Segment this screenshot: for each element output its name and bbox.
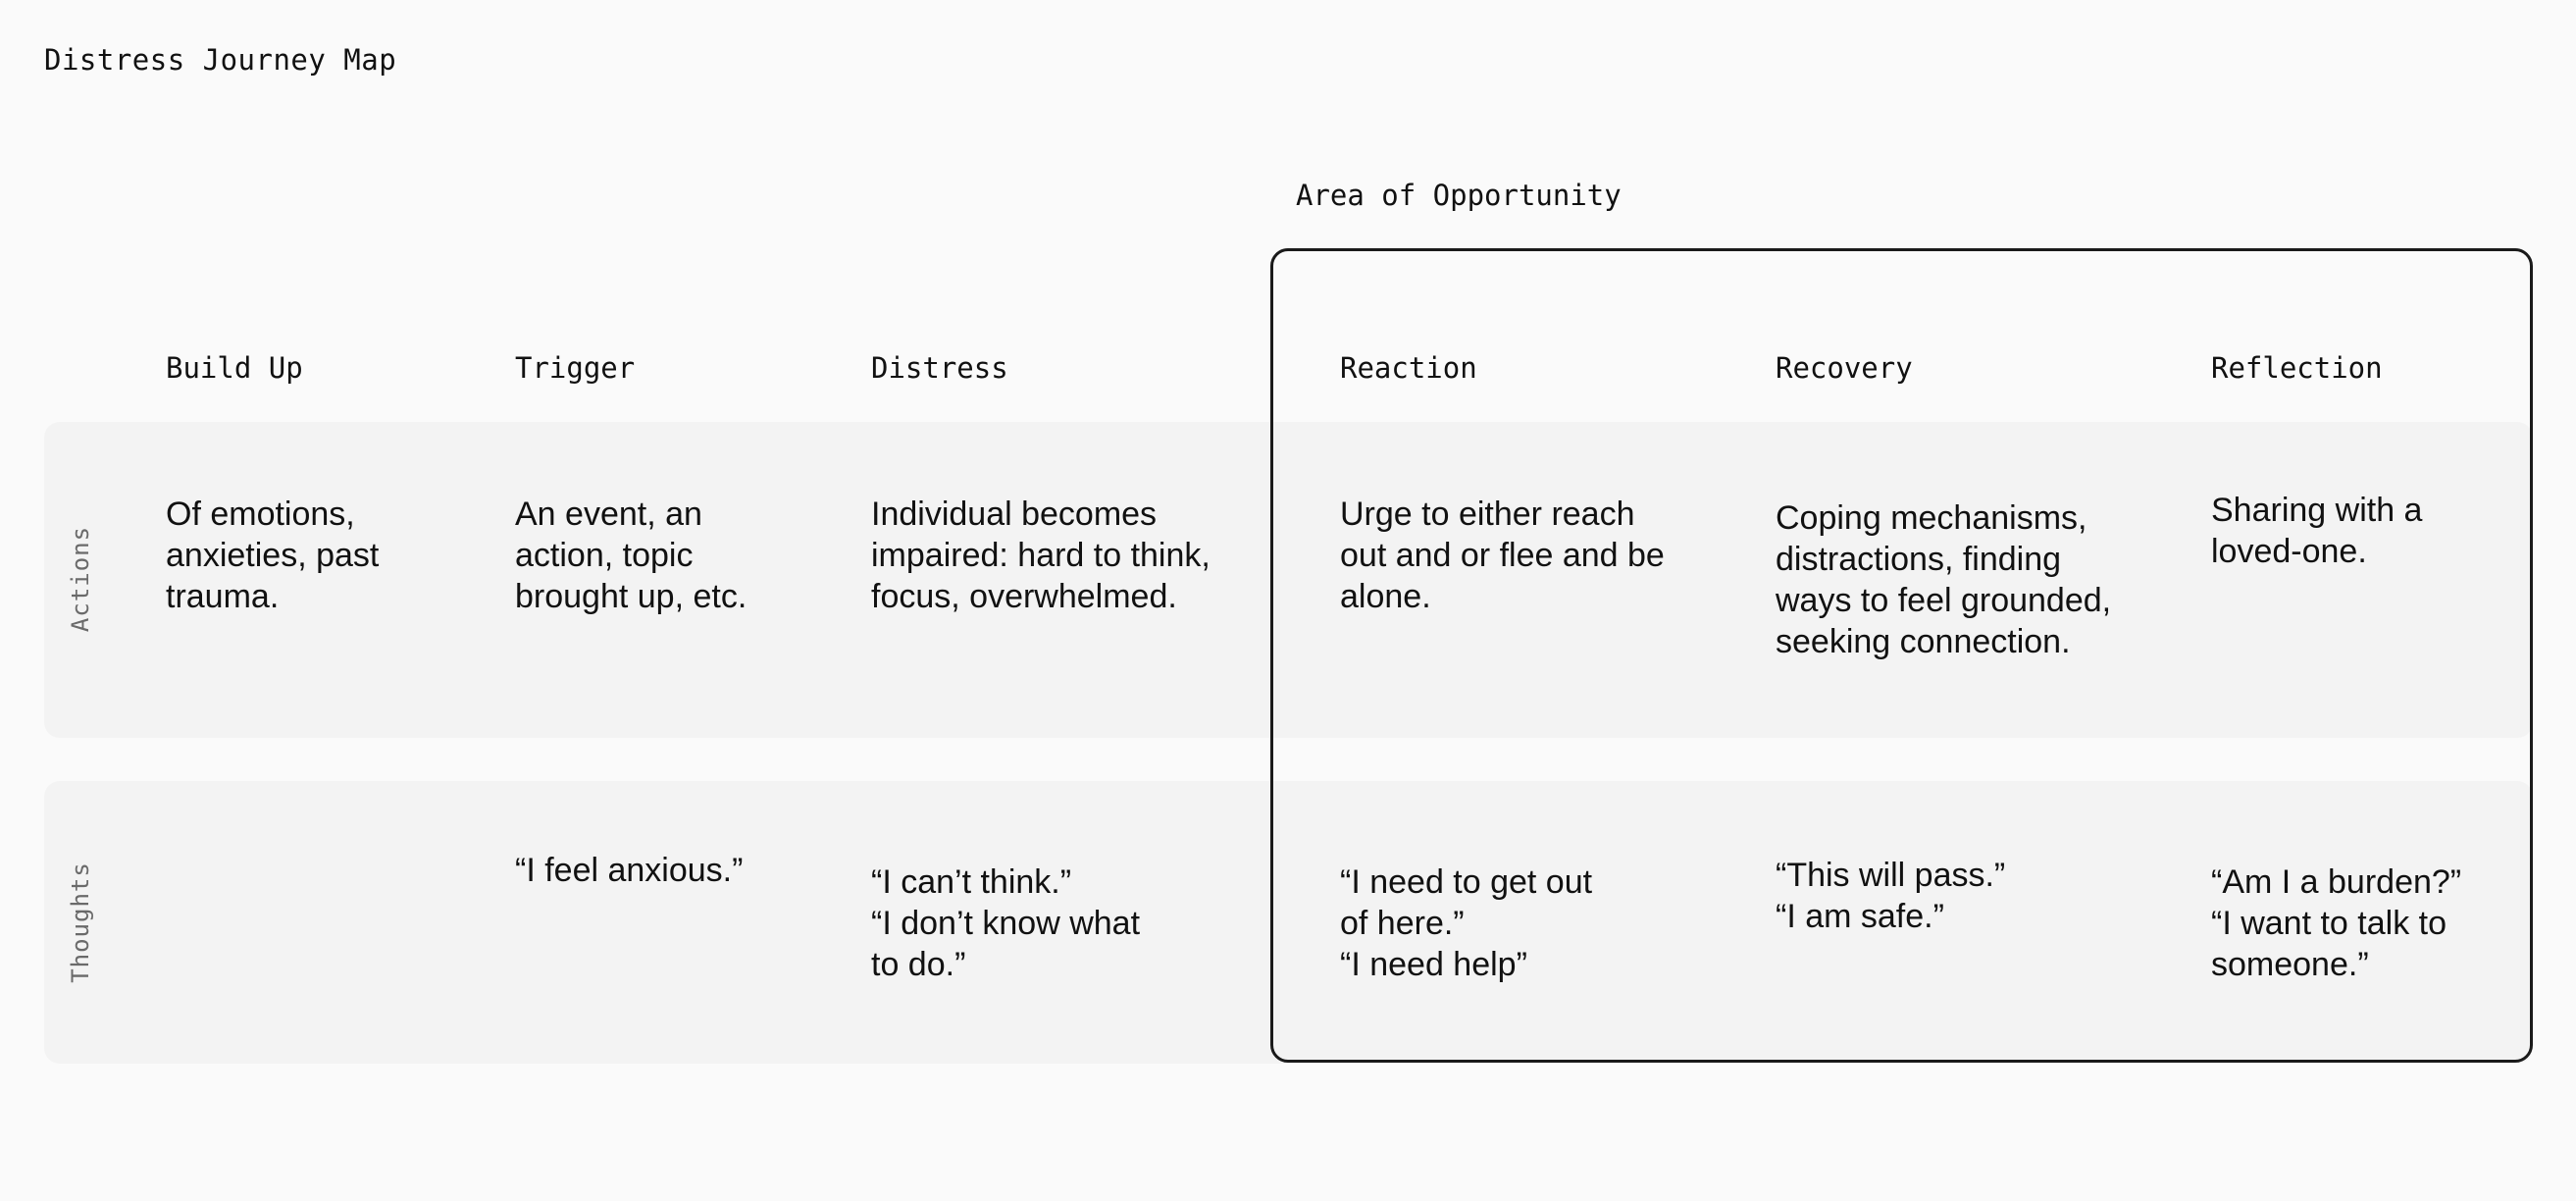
action-cell-recovery: Coping mechanisms, distractions, finding… [1776, 499, 2112, 660]
thoughts-row-label: Thoughts [67, 862, 94, 983]
actions-row-band [44, 422, 2533, 738]
thought-cell-trigger: “I feel anxious.” [515, 852, 744, 889]
stage-header-build-up: Build Up [166, 351, 303, 385]
stage-header-reflection: Reflection [2211, 351, 2383, 385]
action-cell-reaction: Urge to either reach out and or flee and… [1340, 496, 1665, 615]
thought-cell-recovery: “This will pass.” “I am safe.” [1776, 857, 2006, 935]
thought-cell-reflection: “Am I a burden?” “I want to talk to some… [2211, 863, 2462, 983]
stage-header-reaction: Reaction [1340, 351, 1477, 385]
page-title: Distress Journey Map [44, 43, 397, 77]
actions-row-label: Actions [67, 525, 94, 633]
thoughts-row-band [44, 781, 2533, 1064]
thought-cell-distress: “I can’t think.” “I don’t know what to d… [871, 863, 1141, 983]
action-cell-reflection: Sharing with a loved-one. [2211, 492, 2423, 570]
action-cell-trigger: An event, an action, topic brought up, e… [515, 496, 747, 615]
thought-cell-reaction: “I need to get out of here.” “I need hel… [1340, 863, 1593, 983]
stage-header-trigger: Trigger [515, 351, 636, 385]
stage-header-recovery: Recovery [1776, 351, 1913, 385]
action-cell-distress: Individual becomes impaired: hard to thi… [871, 496, 1211, 615]
stage-header-distress: Distress [871, 351, 1008, 385]
action-cell-build-up: Of emotions, anxieties, past trauma. [166, 496, 380, 615]
opportunity-label: Area of Opportunity [1296, 179, 1622, 212]
